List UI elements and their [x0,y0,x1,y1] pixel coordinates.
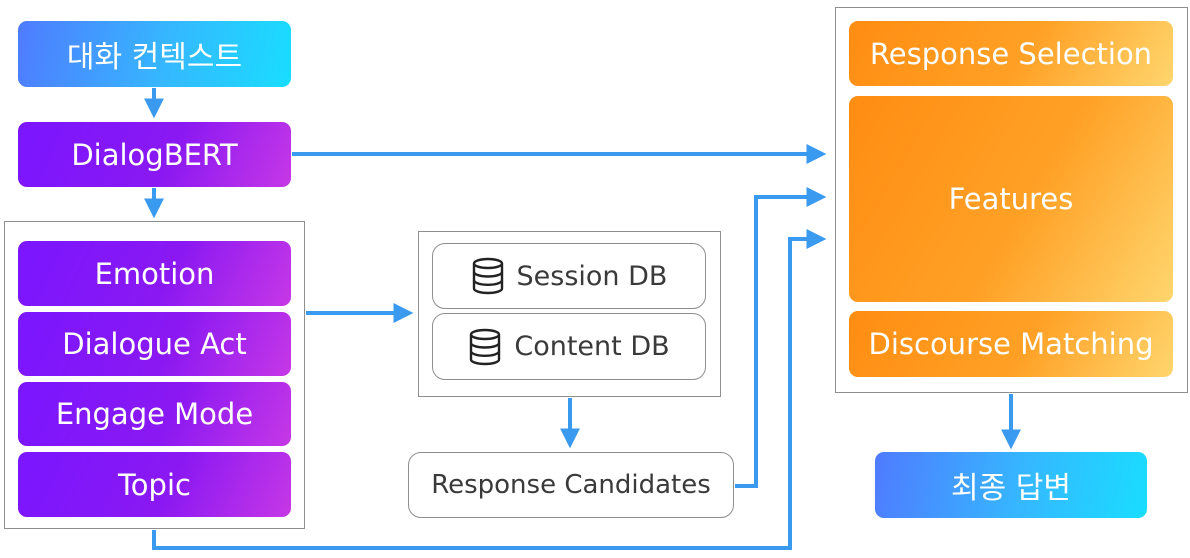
content-db-node: Content DB [432,313,706,380]
features-node: Features [849,96,1173,302]
dialogbert-node: DialogBERT [18,122,291,187]
dialogue-act-node: Dialogue Act [18,312,291,376]
engage-mode-node: Engage Mode [18,382,291,446]
emotion-node: Emotion [18,241,291,306]
session-db-label: Session DB [516,260,668,292]
arrow-candidates-to-features [735,187,827,488]
database-icon [472,257,503,295]
context-node: 대화 컨텍스트 [18,21,291,87]
topic-node: Topic [18,452,291,517]
final-answer-node: 최종 답변 [875,452,1147,518]
database-icon [470,328,501,365]
content-db-label: Content DB [514,331,670,362]
session-db-node: Session DB [432,243,706,309]
response-selection-node: Response Selection [849,21,1173,86]
arrow-topic-to-features [152,229,827,550]
discourse-matching-node: Discourse Matching [849,311,1173,377]
response-candidates-node: Response Candidates [408,452,734,518]
